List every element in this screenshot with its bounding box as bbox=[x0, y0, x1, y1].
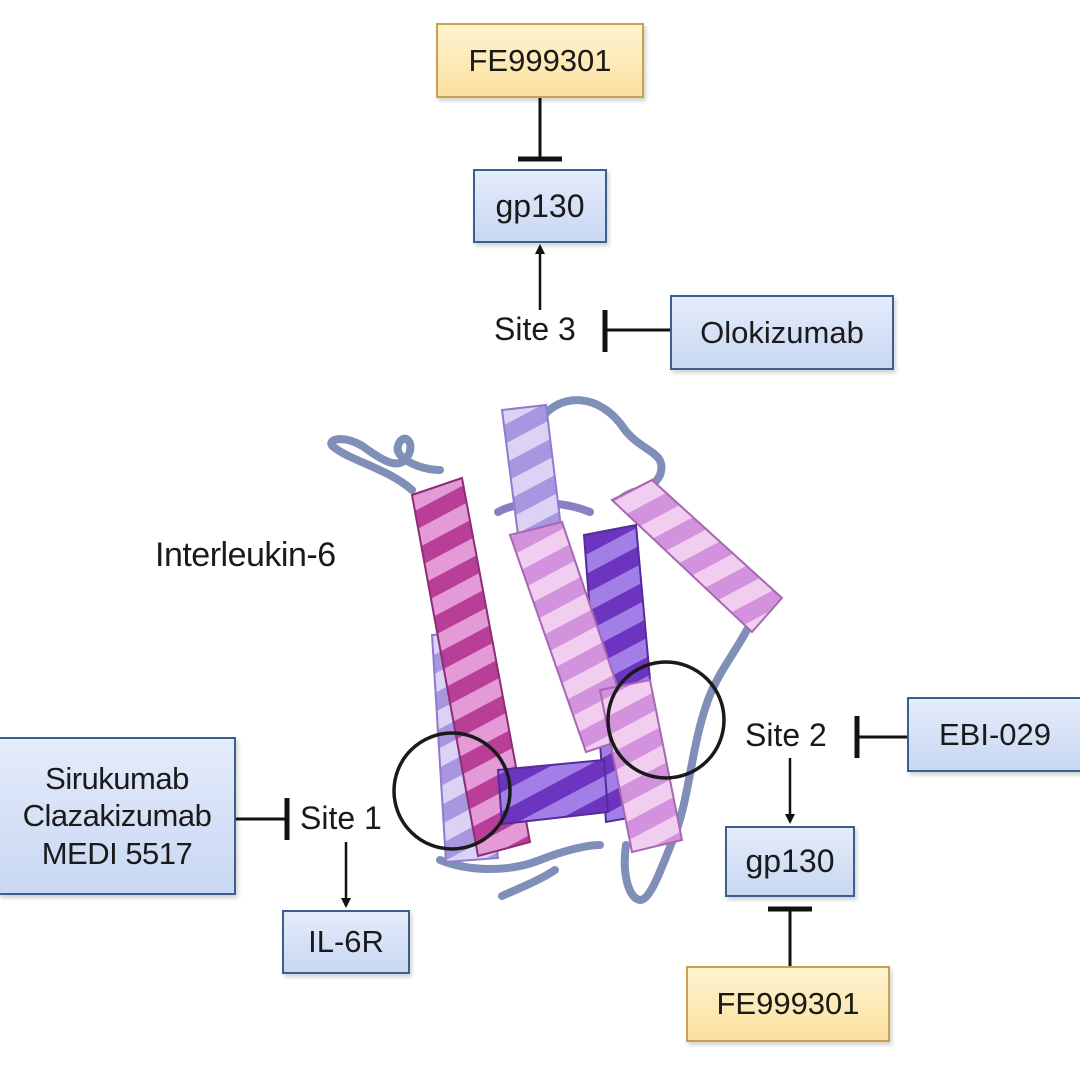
gp130-right-label: gp130 bbox=[745, 843, 835, 879]
fe999301-bottom-label: FE999301 bbox=[716, 986, 860, 1021]
helix-right-lower-pink bbox=[598, 678, 684, 854]
fe999301-top-label: FE999301 bbox=[468, 42, 612, 78]
il6r-label: IL-6R bbox=[308, 924, 384, 959]
gp130-top-label: gp130 bbox=[495, 187, 585, 224]
drug-clazakizumab: Clazakizumab bbox=[22, 798, 212, 834]
site2-label: Site 2 bbox=[745, 717, 827, 753]
ebi029-box: EBI-029 bbox=[907, 697, 1080, 772]
interleukin6-label: Interleukin-6 bbox=[155, 536, 336, 574]
il6r-box: IL-6R bbox=[282, 910, 410, 974]
ebi029-label: EBI-029 bbox=[938, 716, 1051, 752]
fe999301-bottom-box: FE999301 bbox=[686, 966, 890, 1042]
site1-drugs-box: Sirukumab Clazakizumab MEDI 5517 bbox=[0, 737, 236, 895]
fe999301-top-box: FE999301 bbox=[436, 23, 644, 98]
gp130-top-box: gp130 bbox=[473, 169, 607, 243]
olokizumab-box: Olokizumab bbox=[670, 295, 894, 370]
olokizumab-label: Olokizumab bbox=[700, 314, 864, 350]
helix-right-diagonal bbox=[610, 478, 784, 634]
helix-bottom-violet bbox=[496, 758, 610, 826]
loop-bottom bbox=[436, 841, 604, 873]
site1-label: Site 1 bbox=[300, 800, 382, 836]
site1-drugs-list: Sirukumab Clazakizumab MEDI 5517 bbox=[23, 760, 212, 872]
site3-label: Site 3 bbox=[494, 311, 576, 347]
loop-tail bbox=[498, 866, 559, 900]
site1-circle bbox=[392, 731, 512, 851]
gp130-right-box: gp130 bbox=[725, 826, 855, 897]
drug-sirukumab: Sirukumab bbox=[45, 761, 189, 797]
drug-medi5517: MEDI 5517 bbox=[41, 835, 193, 871]
loop-top-left bbox=[327, 434, 444, 494]
site2-circle bbox=[606, 660, 726, 780]
